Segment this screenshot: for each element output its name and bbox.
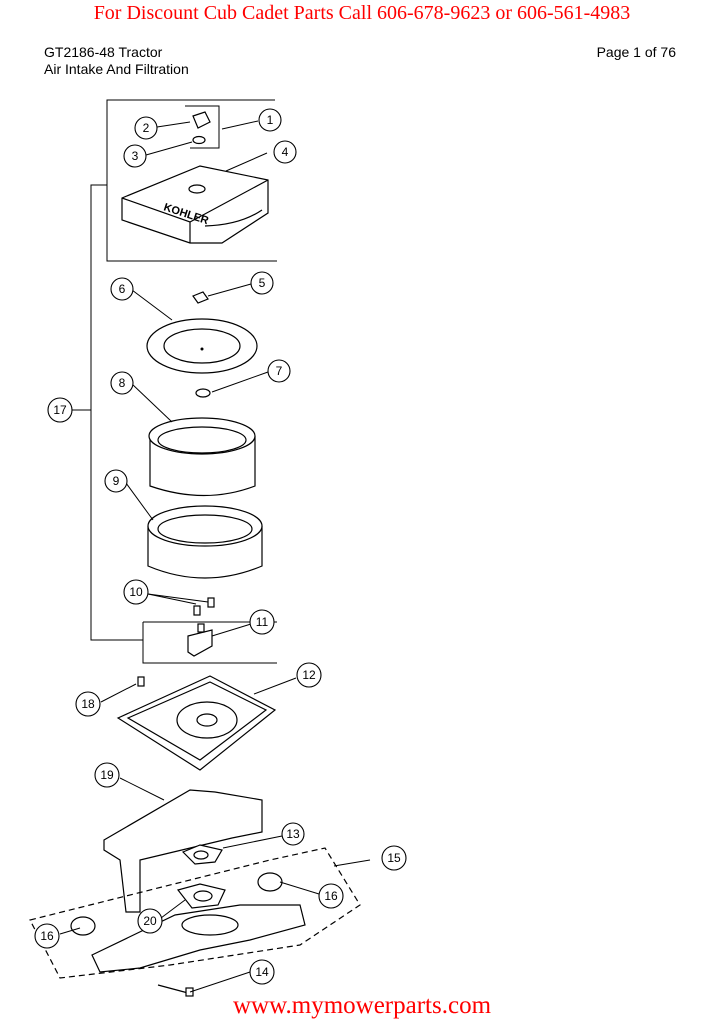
wing-nut xyxy=(192,291,209,304)
cover-knob xyxy=(192,111,211,145)
callout-11: 11 xyxy=(249,609,275,635)
callout-10: 10 xyxy=(123,579,149,605)
precleaner-cover xyxy=(146,318,258,374)
svg-text:4: 4 xyxy=(282,145,289,159)
callout-18: 20 xyxy=(137,908,163,934)
mounting-bracket xyxy=(187,623,213,657)
screws xyxy=(193,597,215,616)
callout-16-left: 16 xyxy=(34,923,60,949)
website-url[interactable]: www.mymowerparts.com xyxy=(232,992,492,1019)
svg-text:14: 14 xyxy=(255,965,269,979)
svg-text:19: 19 xyxy=(100,768,114,782)
precleaner-foam xyxy=(148,417,256,497)
svg-text:15: 15 xyxy=(387,851,401,865)
gasket xyxy=(181,844,223,865)
callout-1: 1 xyxy=(258,108,282,132)
svg-text:10: 10 xyxy=(129,585,143,599)
callout-4: 4 xyxy=(273,140,297,164)
svg-text:2: 2 xyxy=(143,121,150,135)
callout-9: 9 xyxy=(104,469,128,493)
callout-16-right: 16 xyxy=(318,883,344,909)
svg-text:9: 9 xyxy=(113,474,120,488)
svg-text:8: 8 xyxy=(119,376,126,390)
callout-8: 8 xyxy=(110,371,134,395)
section-title: Air Intake And Filtration xyxy=(44,61,189,77)
svg-text:16: 16 xyxy=(40,929,54,943)
leader-lines xyxy=(59,120,371,993)
gasket-18 xyxy=(176,883,226,909)
callout-2: 2 xyxy=(134,116,158,140)
callout-5: 5 xyxy=(250,271,274,295)
callout-12: 12 xyxy=(296,662,322,688)
callout-3: 3 xyxy=(123,144,147,168)
callout-14: 14 xyxy=(249,959,275,985)
callout-15: 15 xyxy=(381,845,407,871)
callout-6: 6 xyxy=(110,277,134,301)
air-cleaner-base xyxy=(116,675,277,771)
svg-text:5: 5 xyxy=(259,276,266,290)
svg-text:1: 1 xyxy=(267,113,274,127)
svg-text:3: 3 xyxy=(132,149,139,163)
callout-19: 18 xyxy=(75,691,101,717)
assembly-bracket xyxy=(72,99,277,664)
callout-7: 7 xyxy=(267,359,291,383)
bolt xyxy=(157,984,194,997)
svg-text:20: 20 xyxy=(143,914,157,928)
grommet xyxy=(195,388,211,398)
model-title: GT2186-48 Tractor xyxy=(44,44,163,60)
svg-text:11: 11 xyxy=(256,615,269,629)
svg-text:7: 7 xyxy=(276,364,283,378)
svg-text:12: 12 xyxy=(302,668,316,682)
callout-17: 17 xyxy=(47,397,73,423)
intake-elbow xyxy=(29,847,361,979)
header-left: GT2186-48 Tractor Air Intake And Filtrat… xyxy=(44,44,189,78)
svg-text:13: 13 xyxy=(286,827,300,841)
air-filter-element xyxy=(147,505,263,579)
callout-20: 19 xyxy=(94,762,120,788)
discount-banner: For Discount Cub Cadet Parts Call 606-67… xyxy=(93,2,631,24)
svg-text:18: 18 xyxy=(81,697,95,711)
callout-13: 13 xyxy=(281,822,305,846)
page-number: Page 1 of 76 xyxy=(596,44,676,60)
svg-text:16: 16 xyxy=(324,889,338,903)
svg-text:17: 17 xyxy=(53,403,67,417)
support-bracket xyxy=(103,789,263,913)
air-cleaner-cover: KOHLER xyxy=(121,165,269,244)
svg-text:6: 6 xyxy=(119,282,126,296)
